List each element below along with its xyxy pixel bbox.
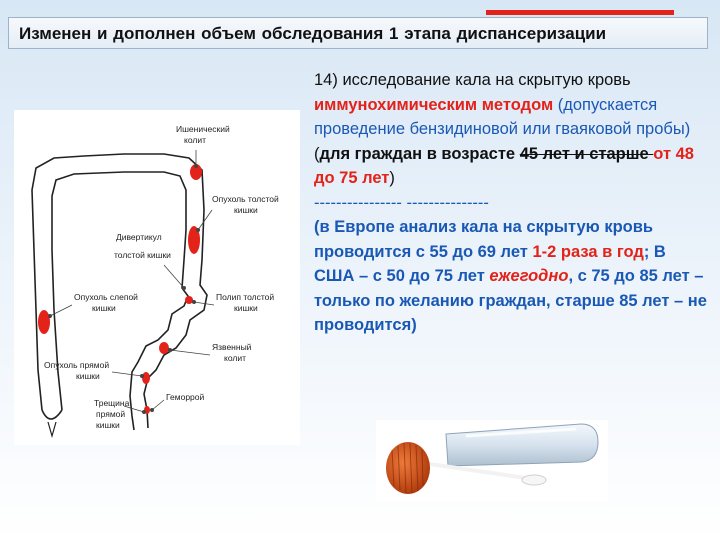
paragraph-international: (в Европе анализ кала на скрытую кровь п… — [314, 215, 710, 338]
new-age-range: от 48 до 75 лет — [314, 144, 694, 188]
label-fissure-2: прямой — [96, 409, 125, 419]
paren-close: ) — [389, 169, 395, 187]
age-prefix: для граждан в возрасте — [319, 144, 520, 163]
test-name: исследование кала на скрытую кровь — [342, 71, 631, 89]
colon-diagram-svg: Ишенический колит Опухоль толстой кишки … — [31, 124, 279, 439]
divider-line: ---------------- --------------- — [314, 193, 489, 212]
label-tumor-rectum-2: кишки — [76, 371, 100, 381]
usa-frequency: ежегодно — [489, 267, 569, 285]
lesion-polyp — [185, 296, 193, 304]
europe-text: (в Европе анализ кала на скрытую кровь п… — [314, 218, 654, 261]
item-number: 14) — [314, 71, 343, 89]
specimen-container-svg — [386, 423, 599, 494]
label-diverticulum-1: Дивертикул — [116, 232, 162, 242]
method-name: иммунохимическим методом — [314, 95, 554, 114]
orange-cap — [386, 442, 430, 494]
paragraph-screening: 14) исследование кала на скрытую кровь и… — [314, 68, 710, 191]
label-hemorrhoid: Геморрой — [166, 392, 205, 402]
lesion-colon-tumor — [188, 226, 200, 254]
label-fissure-1: Трещина — [94, 398, 130, 408]
old-age-range: 45 лет и старше — [519, 144, 654, 163]
label-fissure-3: кишки — [96, 420, 120, 430]
usa-rest: , с 75 до 85 лет – только по желанию гра… — [314, 267, 707, 334]
europe-frequency: 1-2 раза в год — [532, 242, 644, 261]
lesion-cecum-tumor — [38, 310, 50, 334]
accent-bar — [486, 10, 674, 15]
label-tumor-colon-1: Опухоль толстой — [212, 194, 279, 204]
spoon-head — [521, 474, 547, 486]
cecum-outline — [41, 409, 63, 420]
label-splenic-2: колит — [184, 135, 206, 145]
label-tumor-cecum-1: Опухоль слепой — [74, 292, 138, 302]
label-ulcerative-2: колит — [224, 353, 246, 363]
info-text: 14) исследование кала на скрытую кровь и… — [314, 68, 710, 338]
label-polyp-2: кишки — [234, 303, 258, 313]
appendix-outline — [47, 421, 57, 439]
colon-outer-outline — [31, 153, 208, 429]
colon-inner-outline — [51, 171, 189, 431]
colon-diagram: Ишенический колит Опухоль толстой кишки … — [14, 110, 300, 445]
specimen-container-image — [376, 420, 608, 502]
label-tumor-colon-2: кишки — [234, 205, 258, 215]
spoon-stick — [414, 460, 528, 480]
alternative-tests: (допускается проведение бензидиновой или… — [314, 95, 691, 139]
label-ulcerative-1: Язвенный — [212, 342, 252, 352]
lesion-ulcerative — [159, 342, 169, 354]
page-title: Изменен и дополнен объем обследования 1 … — [19, 24, 607, 43]
usa-text: ; В США – с 50 до 75 лет — [314, 242, 666, 286]
title-box: Изменен и дополнен объем обследования 1 … — [8, 17, 708, 49]
paren-open: ( — [314, 144, 320, 163]
lesion-rectum-tumor — [142, 372, 150, 384]
lesion-splenic — [190, 164, 202, 180]
label-diverticulum-2: толстой кишки — [114, 250, 171, 260]
label-tumor-rectum-1: Опухоль прямой — [44, 360, 109, 370]
label-splenic-1: Ишенический — [176, 124, 230, 134]
label-polyp-1: Полип толстой — [216, 292, 274, 302]
label-tumor-cecum-2: кишки — [92, 303, 116, 313]
